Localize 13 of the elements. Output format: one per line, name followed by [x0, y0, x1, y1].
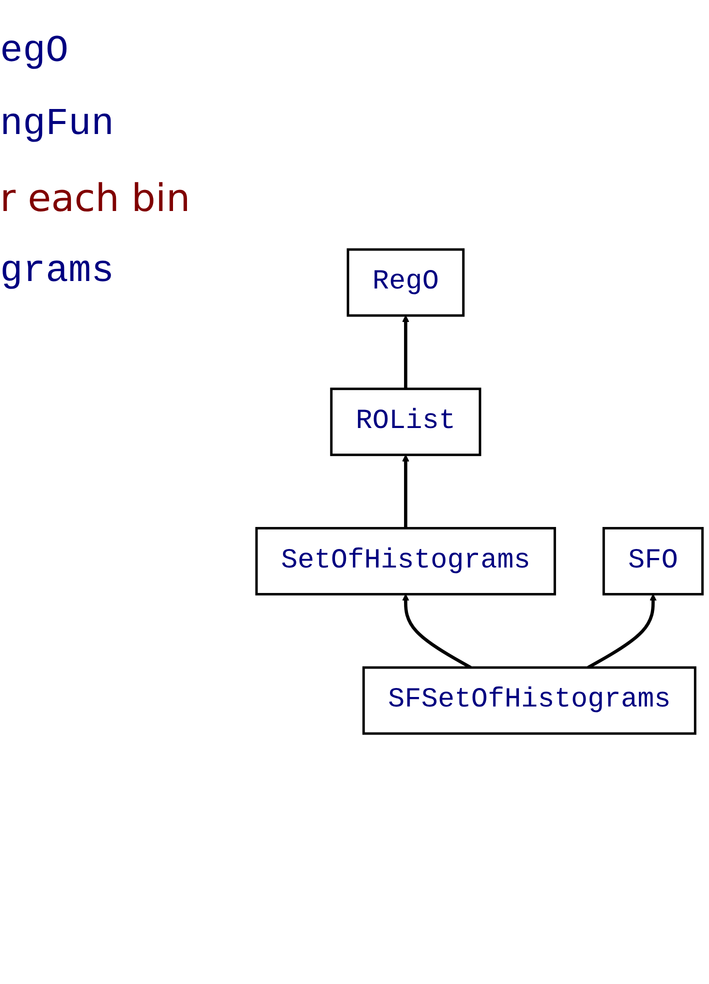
class-box: ROList	[330, 388, 482, 457]
arrow	[402, 455, 410, 529]
class-box: SetOfHistograms	[255, 527, 556, 596]
class-box: RegO	[346, 248, 465, 318]
note-text: ngFun	[0, 103, 116, 146]
arrow	[587, 594, 657, 670]
note-text: grams	[0, 250, 116, 293]
arrow	[402, 316, 410, 390]
note-text: r each bin	[0, 176, 192, 220]
class-box: SFSetOfHistograms	[362, 666, 696, 736]
class-box: SFO	[602, 527, 704, 596]
note-text: egO	[0, 30, 70, 73]
arrow	[402, 594, 472, 670]
